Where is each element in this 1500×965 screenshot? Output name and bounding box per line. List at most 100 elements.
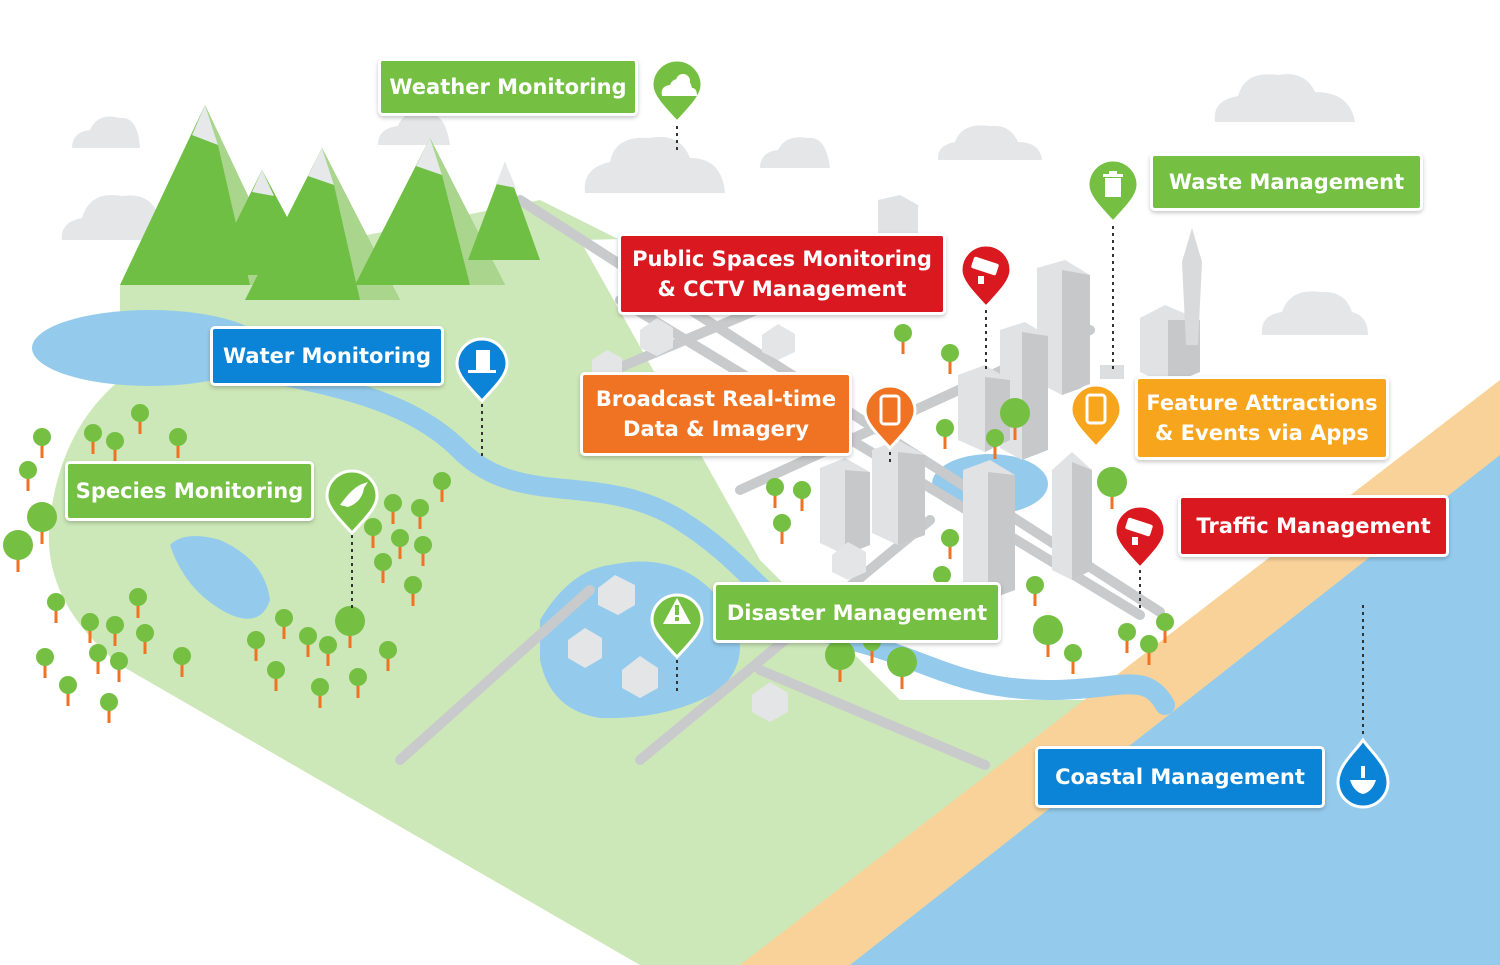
mountain-range (120, 105, 540, 300)
label-text: Waste Management (1168, 170, 1405, 194)
tree (110, 652, 128, 682)
tree (311, 678, 329, 708)
pond (170, 536, 270, 619)
label-text: & Events via Apps (1155, 421, 1369, 445)
pin-species-monitoring (325, 469, 379, 536)
tree (391, 529, 409, 559)
label-text: Data & Imagery (623, 417, 809, 441)
tree (986, 429, 1004, 459)
houses (568, 318, 866, 722)
tree (275, 609, 293, 639)
feature-attractions-label: Feature Attractions & Events via Apps (1135, 376, 1389, 460)
label-text: Water Monitoring (223, 344, 432, 368)
broadcast-label: Broadcast Real-time Data & Imagery (580, 372, 852, 456)
tree (131, 404, 149, 434)
tree (887, 647, 917, 689)
tree (19, 461, 37, 491)
smartphone-icon (879, 394, 901, 426)
tree (1000, 398, 1030, 440)
tree (173, 647, 191, 677)
label-text: Disaster Management (726, 600, 988, 625)
tree (81, 613, 99, 643)
pin-waste-management (1086, 158, 1140, 225)
tree (941, 529, 959, 559)
pin-weather-monitoring (650, 58, 704, 125)
cloud (378, 112, 450, 145)
tree (379, 641, 397, 671)
public-spaces-label: Public Spaces Monitoring & CCTV Manageme… (618, 233, 946, 315)
tree (84, 424, 102, 454)
tree (1064, 644, 1082, 674)
tree (47, 593, 65, 623)
cloud (937, 125, 1042, 160)
label-text: Public Spaces Monitoring (632, 247, 932, 271)
tree (433, 472, 451, 502)
sea-water (850, 455, 1500, 965)
pin-traffic-management (1113, 504, 1167, 571)
tree (247, 631, 265, 661)
label-text: Feature Attractions (1146, 391, 1378, 415)
bird-icon (340, 482, 368, 507)
buoy-icon (1350, 766, 1376, 794)
tree (1026, 576, 1044, 606)
tree (36, 648, 54, 678)
cloud (1214, 74, 1355, 122)
traffic-management-label: Traffic Management (1178, 495, 1449, 557)
tree (27, 502, 57, 544)
tree (936, 419, 954, 449)
tree (941, 344, 959, 374)
tree (773, 514, 791, 544)
pin-water-monitoring (455, 337, 509, 404)
tree (335, 606, 365, 648)
tree (299, 627, 317, 657)
tree (766, 478, 784, 508)
label-text: Traffic Management (1196, 514, 1431, 538)
smartphone-icon (1085, 393, 1107, 425)
tree (136, 624, 154, 654)
road (395, 585, 595, 765)
river (165, 348, 1175, 715)
label-text: Coastal Management (1055, 765, 1305, 789)
pin-feature-attractions (1069, 383, 1123, 450)
tree (793, 481, 811, 511)
tree (129, 588, 147, 618)
tree (59, 676, 77, 706)
tree (384, 494, 402, 524)
city-buildings (820, 195, 1202, 600)
weather-cloud-sun-icon (661, 74, 697, 96)
tree (374, 553, 392, 583)
pin-coastal-management (1336, 737, 1390, 809)
label-text: & CCTV Management (657, 277, 907, 301)
tree (106, 616, 124, 646)
tree (349, 668, 367, 698)
species-monitoring-label: Species Monitoring (65, 461, 314, 521)
tree (169, 428, 187, 458)
tree (89, 644, 107, 674)
trees (3, 324, 1174, 723)
tree (33, 428, 51, 458)
road (755, 665, 990, 770)
coastal-management-label: Coastal Management (1035, 746, 1325, 808)
tree (1033, 615, 1063, 657)
pin-broadcast (863, 384, 917, 451)
trash-bin-icon (1103, 171, 1123, 197)
cloud (72, 116, 140, 148)
tree (1156, 613, 1174, 643)
cctv-camera-icon (971, 256, 999, 284)
disaster-management-label: Disaster Management (713, 582, 1001, 643)
tree (825, 640, 855, 682)
water-monitoring-label: Water Monitoring (210, 326, 444, 386)
tree (411, 499, 429, 529)
tree (414, 536, 432, 566)
cctv-camera-icon (1125, 517, 1153, 545)
label-text: Species Monitoring (75, 479, 304, 503)
tree (404, 576, 422, 606)
weather-monitoring-label: Weather Monitoring (378, 58, 638, 116)
cloud (584, 136, 725, 193)
tree (3, 530, 33, 572)
tree (100, 693, 118, 723)
pin-disaster-management (650, 593, 704, 660)
cloud (760, 137, 830, 168)
water-tower-icon (468, 350, 496, 373)
